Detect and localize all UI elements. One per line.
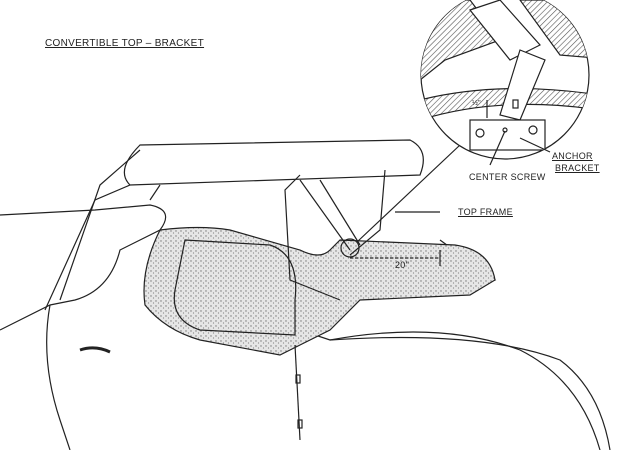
center-screw-label: CENTER SCREW [469,172,546,182]
anchor-bracket-label-line1: ANCHOR [552,151,593,161]
top-frame [44,139,461,441]
anchor-bracket-label-line2: BRACKET [555,163,600,173]
half-inch-dimension: ½" [472,100,481,107]
detail-view [420,0,590,166]
diagram-title: CONVERTIBLE TOP – BRACKET [45,38,205,49]
twenty-inch-dimension: 20" [395,260,410,270]
top-frame-label: TOP FRAME [458,207,513,217]
